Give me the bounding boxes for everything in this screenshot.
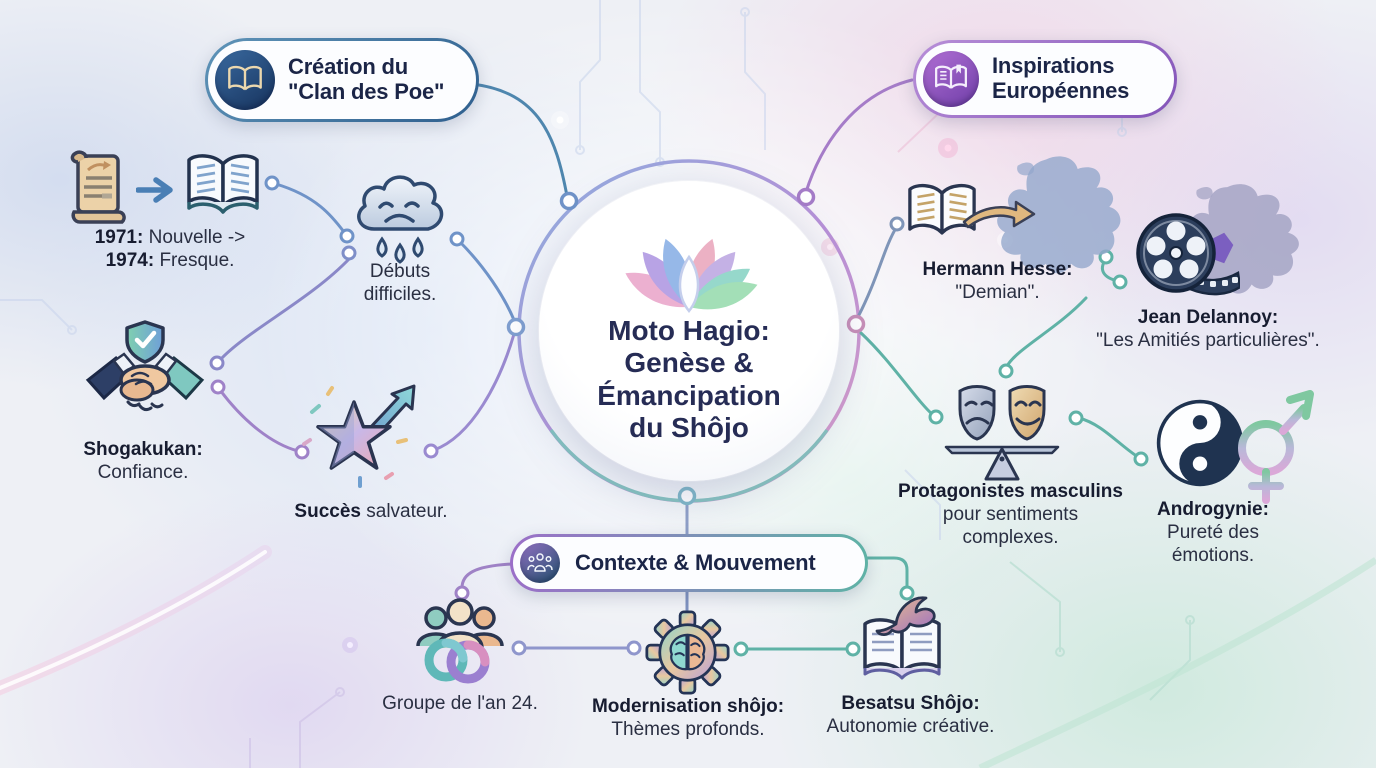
caption-succes-text: salvateur. — [366, 501, 448, 522]
branch-pill-context: Contexte & Mouvement — [510, 534, 868, 592]
branch-pill-poe: Création du "Clan des Poe" — [205, 38, 479, 122]
caption-androgynie-line3: émotions. — [1171, 545, 1255, 567]
caption-shogakukan: Shogakukan: Confiance. — [53, 438, 233, 484]
pill-poe-line1: Création du — [288, 54, 409, 80]
caption-besatsu-bold: Besatsu Shôjo: — [841, 693, 980, 714]
teal-sweep — [978, 557, 1376, 768]
sad-rain-cloud-icon — [357, 175, 444, 264]
arrow-right-icon — [136, 177, 173, 203]
connector-nodes — [209, 175, 1149, 657]
arrow-right-icon — [962, 200, 1036, 229]
yin-yang-icon — [1156, 399, 1244, 487]
circuit-traces-teal — [1009, 561, 1195, 701]
caption-delannoy-text: "Les Amitiés particulières". — [1096, 330, 1320, 352]
caption-hesse-bold: Hermann Hesse: — [922, 259, 1073, 280]
caption-delannoy-bold: Jean Delannoy: — [1137, 307, 1279, 328]
caption-1971-bold1: 1971: — [94, 227, 144, 248]
branch-connectors — [218, 78, 1140, 651]
caption-modernisation-bold: Modernisation shôjo: — [591, 696, 785, 717]
hub-title-line: du Shôjo — [629, 412, 749, 444]
hub-title-line: Émancipation — [597, 379, 781, 411]
caption-protagonistes-line3: complexes. — [962, 527, 1059, 549]
caption-modernisation-text: Thèmes profonds. — [611, 719, 765, 741]
caption-groupe-text: Groupe de l'an 24. — [382, 693, 538, 714]
caption-1971-text2: Fresque. — [159, 250, 235, 272]
caption-androgynie-line2: Pureté des — [1167, 522, 1259, 544]
open-book-bookmark-icon — [923, 51, 979, 107]
caption-besatsu-text: Autonomie créative. — [826, 716, 995, 738]
caption-debuts-line1: Débuts — [369, 261, 431, 282]
pill-europe-label: Inspirations Européennes — [992, 54, 1129, 103]
handshake-shield-icon — [85, 320, 205, 412]
lotus-icon — [625, 238, 758, 313]
pink-ribbon-core — [0, 550, 267, 691]
pill-poe-line2: "Clan des Poe" — [288, 79, 445, 104]
caption-1971: 1971: Nouvelle -> 1974: Fresque. — [55, 226, 285, 272]
caption-protagonistes-line2: pour sentiments — [942, 504, 1079, 526]
caption-groupe: Groupe de l'an 24. — [360, 692, 560, 715]
caption-androgynie: Androgynie: Pureté des émotions. — [1133, 498, 1293, 568]
europe-map-icon — [997, 156, 1121, 274]
caption-1971-text1: Nouvelle -> — [148, 227, 246, 248]
caption-shogakukan-bold: Shogakukan: — [83, 439, 203, 460]
caption-hesse-text: "Demian". — [955, 282, 1040, 304]
gear-brain-icon — [645, 610, 730, 695]
open-book-icon — [215, 50, 275, 110]
branch-pill-europe: Inspirations Européennes — [913, 40, 1177, 118]
people-group-icon — [520, 543, 560, 583]
open-book-icon — [187, 154, 259, 214]
pill-poe-label: Création du "Clan des Poe" — [288, 55, 444, 104]
caption-delannoy: Jean Delannoy: "Les Amitiés particulière… — [1072, 306, 1344, 352]
caption-1971-bold2: 1974: — [105, 250, 155, 272]
caption-succes: Succès salvateur. — [266, 500, 476, 523]
hub-title-line: Moto Hagio: — [608, 315, 770, 346]
caption-hesse: Hermann Hesse: "Demian". — [890, 258, 1105, 304]
caption-besatsu: Besatsu Shôjo: Autonomie créative. — [798, 692, 1023, 738]
film-reel-icon — [1136, 213, 1240, 296]
hub-title-line: Genèse & — [624, 347, 754, 379]
star-rising-arrow-icon — [302, 384, 416, 488]
hub-title: Moto Hagio: Genèse & Émancipation du Shô… — [597, 315, 781, 445]
caption-debuts-line2: difficiles. — [363, 284, 437, 306]
pill-europe-line1: Inspirations — [992, 53, 1115, 79]
people-community-icon — [416, 598, 504, 684]
caption-androgynie-bold: Androgynie: — [1157, 499, 1269, 520]
theater-masks-balance-icon — [944, 385, 1060, 481]
caption-modernisation: Modernisation shôjo: Thèmes profonds. — [578, 695, 798, 741]
pill-europe-line2: Européennes — [992, 78, 1130, 103]
book-bird-icon — [863, 596, 941, 680]
central-hub: Moto Hagio: Genèse & Émancipation du Shô… — [539, 181, 839, 481]
male-female-symbol-icon — [1238, 390, 1314, 504]
circuit-traces — [0, 0, 1127, 540]
caption-debuts: Débuts difficiles. — [330, 260, 470, 306]
caption-shogakukan-text: Confiance. — [97, 462, 189, 484]
caption-protagonistes: Protagonistes masculins pour sentiments … — [898, 480, 1123, 550]
circuit-traces-lavender — [249, 687, 345, 768]
caption-protagonistes-bold: Protagonistes masculins — [898, 481, 1123, 502]
caption-succes-bold: Succès — [294, 501, 361, 522]
pill-context-label: Contexte & Mouvement — [575, 549, 816, 575]
ring-nodes — [506, 187, 866, 506]
scroll-icon — [70, 150, 126, 224]
